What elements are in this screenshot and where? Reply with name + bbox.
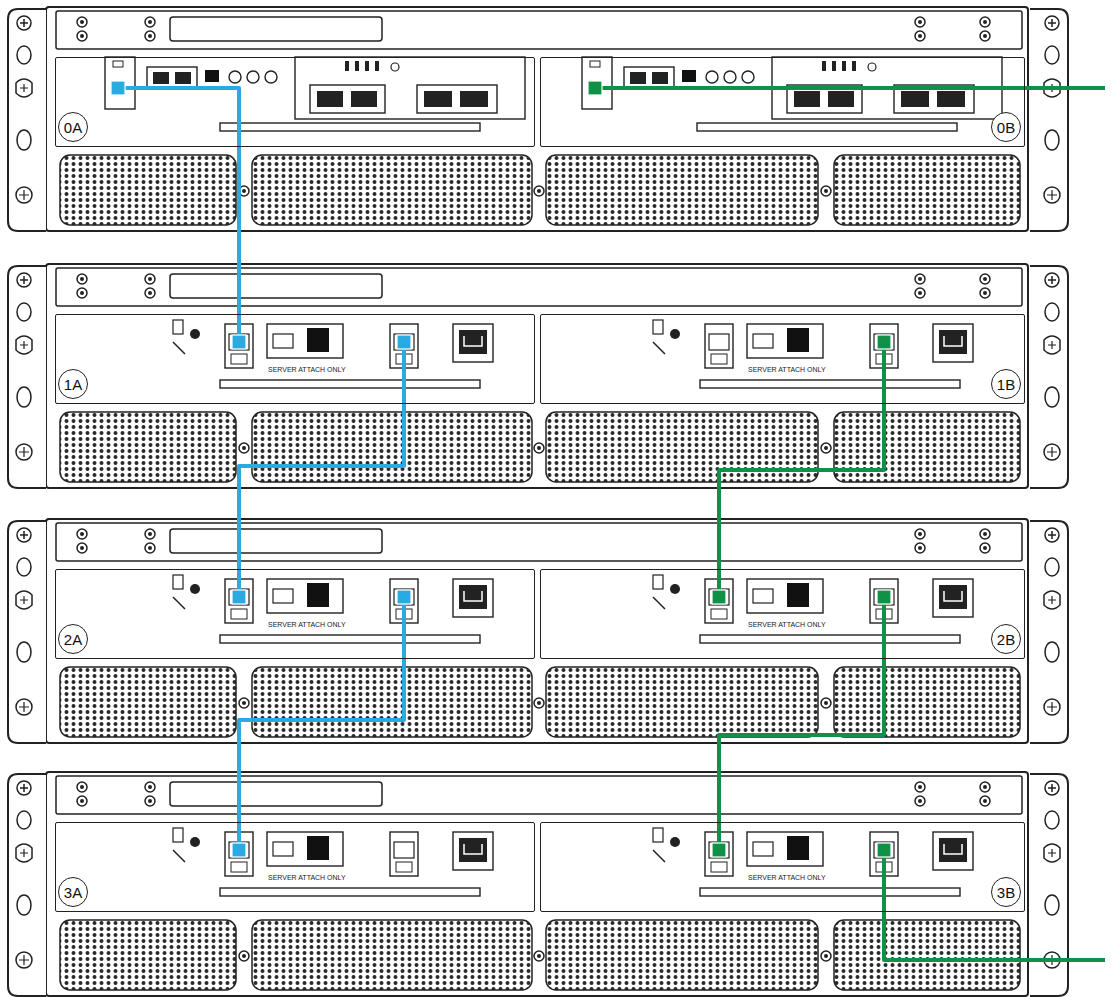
port-caption: SERVER ATTACH ONLY (748, 874, 826, 882)
io-module (653, 320, 973, 388)
port-caption: SERVER ATTACH ONLY (748, 621, 826, 629)
controller-module: 0A (55, 57, 535, 147)
module-label: 1A (64, 376, 82, 393)
callout-circle: 0B (991, 112, 1021, 142)
io-module: 1B (540, 314, 1025, 404)
module-label: 2A (64, 631, 82, 648)
port-caption: SERVER ATTACH ONLY (268, 621, 346, 629)
io-module: 2A (55, 569, 535, 659)
cable-stubs (118, 88, 1105, 960)
io-module: 1A (55, 314, 535, 404)
controller-module (105, 57, 525, 131)
io-module: 3B (540, 822, 1025, 912)
io-module: 2B (540, 569, 1025, 659)
cable-plugs (111, 81, 891, 857)
callout-circle: 3A (58, 877, 88, 907)
sas-cable (719, 404, 884, 569)
module-label: 1B (997, 376, 1015, 393)
expansion-enclosure (8, 264, 1068, 488)
expansion-enclosure (8, 519, 1068, 743)
callout-circle: 2A (58, 624, 88, 654)
expansion-enclosure (8, 772, 1068, 996)
sas-cable (239, 659, 404, 822)
io-module (653, 828, 973, 896)
sas-cable (237, 147, 241, 314)
callout-circle: 0A (58, 112, 88, 142)
callout-circle: 1A (58, 369, 88, 399)
io-module (173, 828, 493, 896)
port-caption: SERVER ATTACH ONLY (268, 366, 346, 374)
controller-module: 0B (540, 57, 1025, 147)
controller-enclosure (8, 7, 1068, 231)
io-module (173, 320, 493, 388)
callout-circle: 3B (991, 877, 1021, 907)
module-label: 0A (64, 119, 82, 136)
io-module (653, 575, 973, 643)
module-label: 3B (997, 884, 1015, 901)
callout-circle: 1B (991, 369, 1021, 399)
sas-cable (719, 659, 884, 822)
sas-cable (239, 404, 404, 569)
io-module: 3A (55, 822, 535, 912)
callout-circle: 2B (991, 624, 1021, 654)
controller-module (582, 57, 1002, 131)
module-label: 3A (64, 884, 82, 901)
module-label: 2B (997, 631, 1015, 648)
io-module (173, 575, 493, 643)
port-caption: SERVER ATTACH ONLY (268, 874, 346, 882)
module-label: 0B (997, 119, 1015, 136)
port-caption: SERVER ATTACH ONLY (748, 366, 826, 374)
